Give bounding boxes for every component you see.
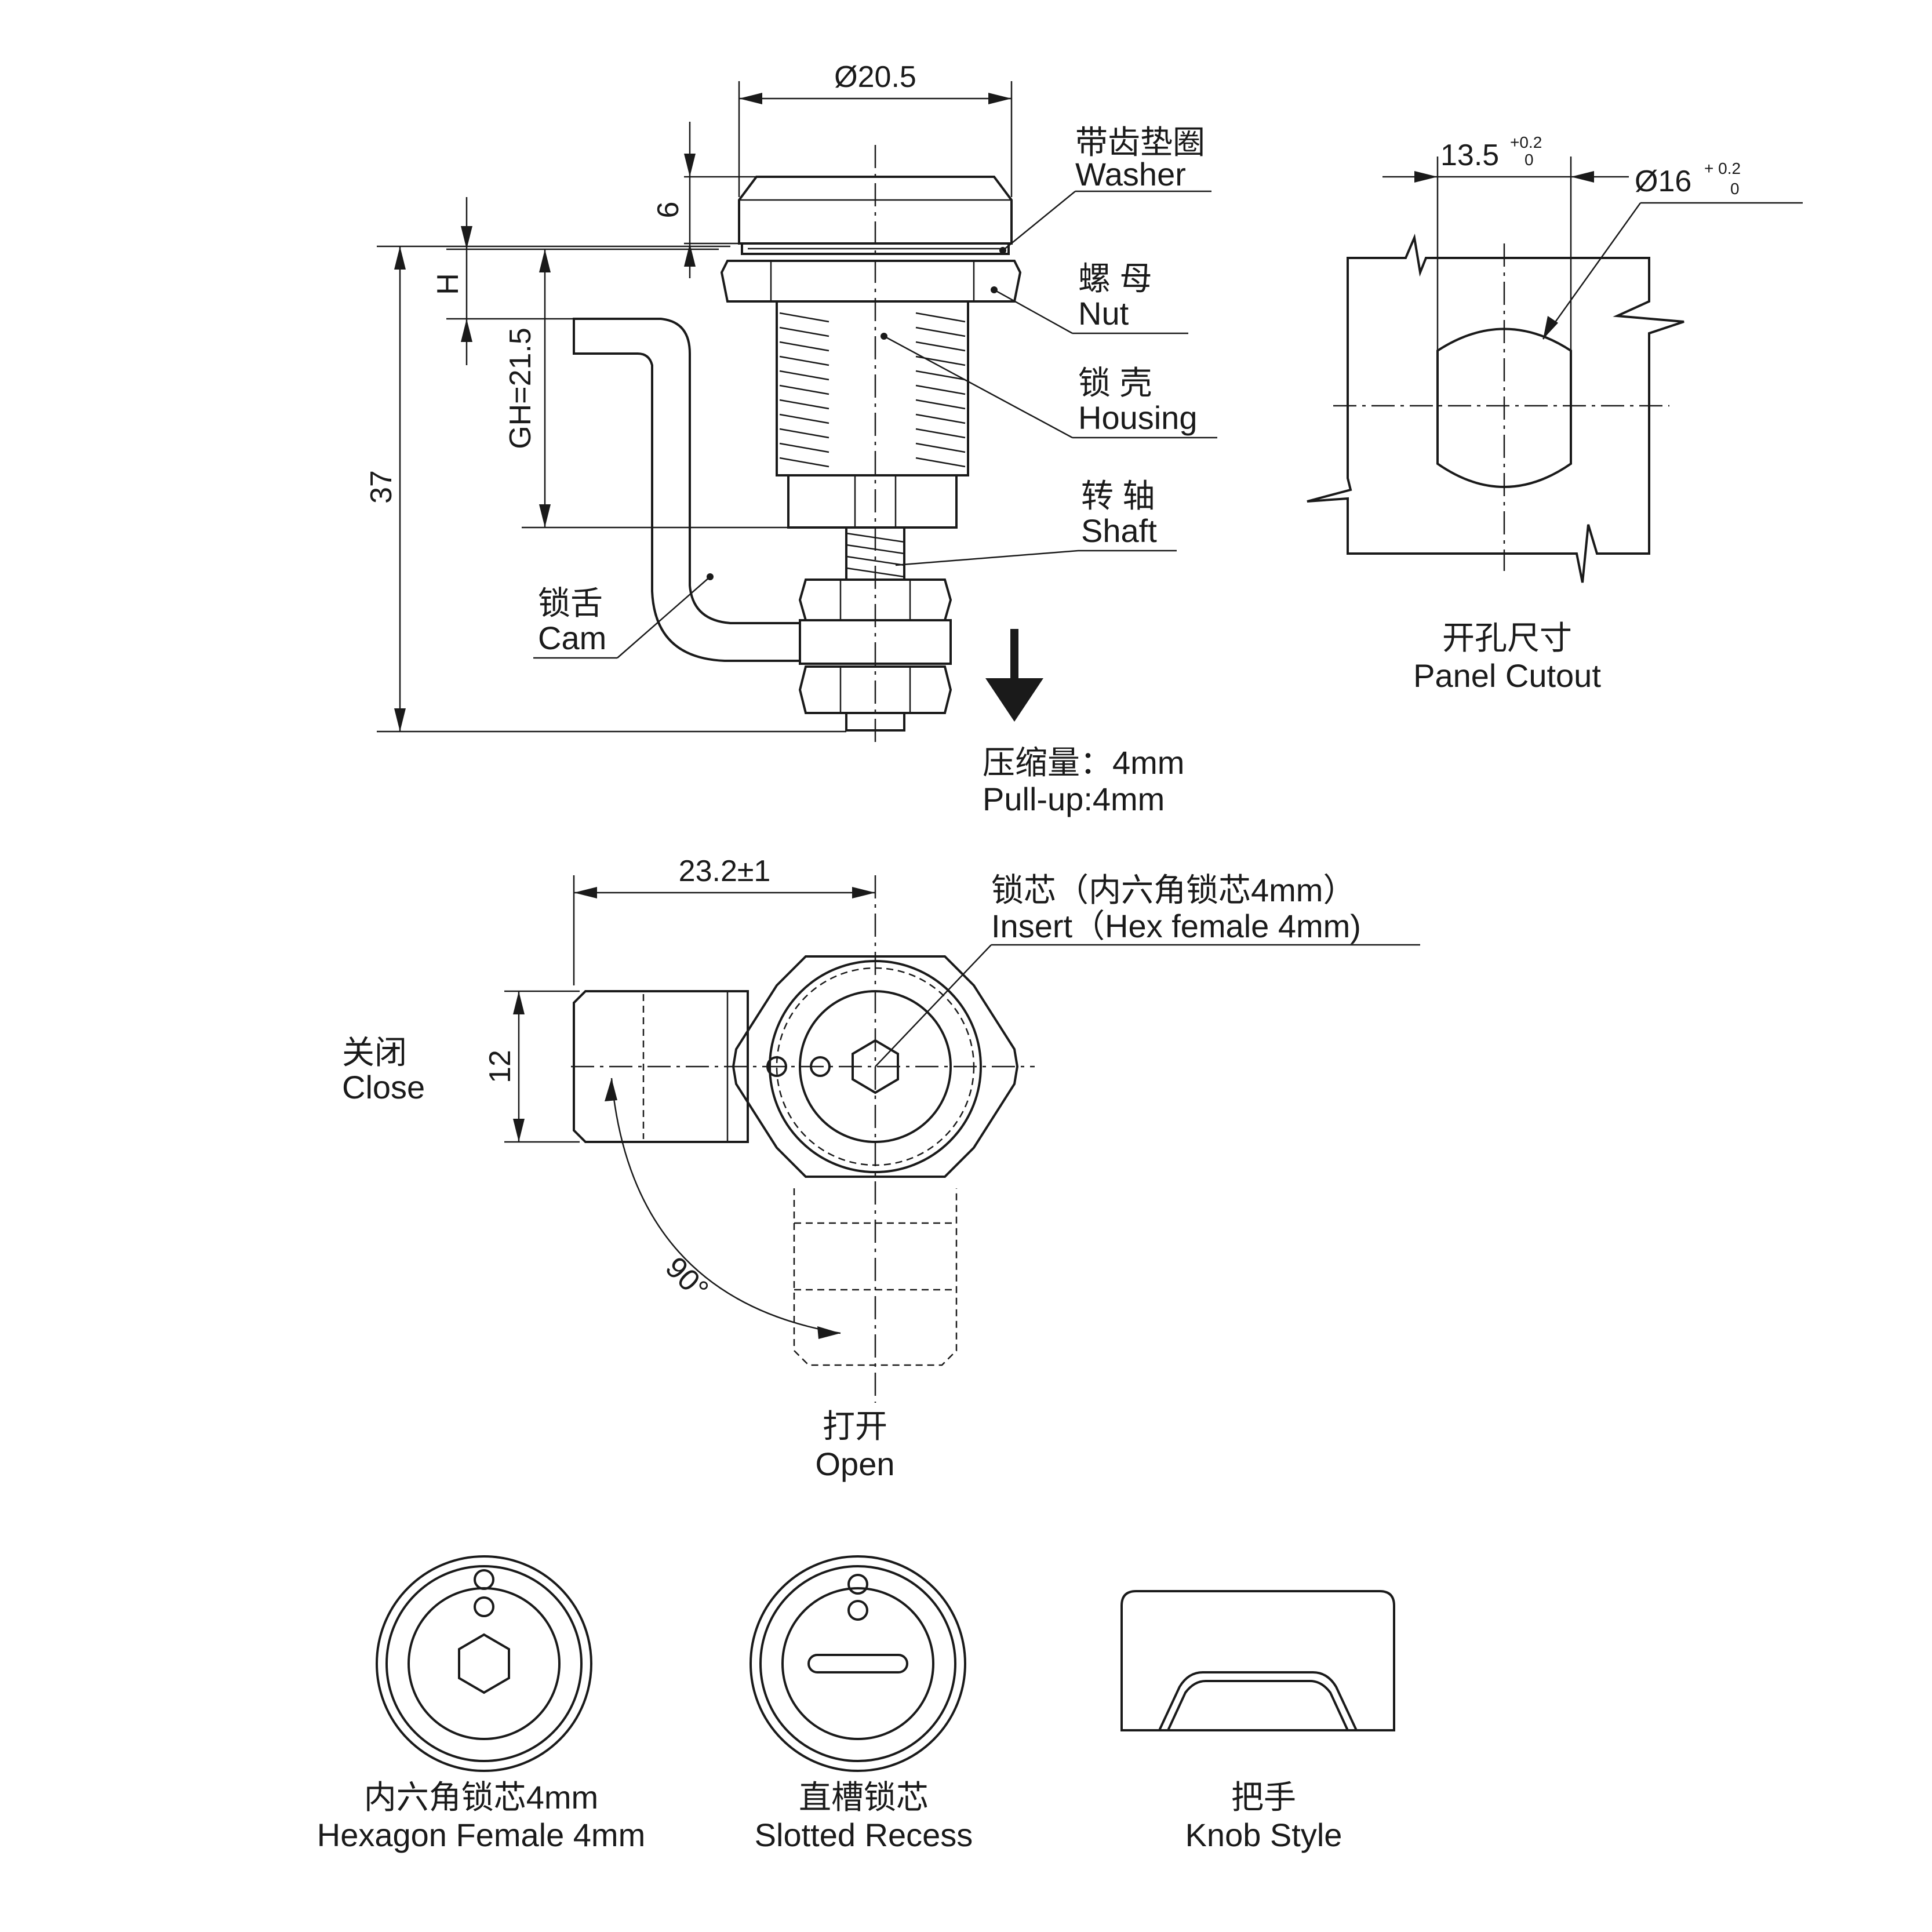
variant-slot: 直槽锁芯 Slotted Recess bbox=[749, 1555, 973, 1853]
label-shaft-cn: 转 轴 bbox=[1081, 478, 1155, 514]
hex-insert-icon bbox=[376, 1555, 592, 1772]
label-insert-en: Insert（Hex female 4mm) bbox=[991, 908, 1361, 944]
label-open-cn: 打开 bbox=[823, 1408, 887, 1445]
label-housing-en: Housing bbox=[1078, 399, 1197, 436]
dim-total-height: 37 bbox=[365, 470, 398, 504]
housing-thread bbox=[779, 312, 966, 468]
label-shaft-en: Shaft bbox=[1081, 512, 1157, 549]
variant-slot-cn: 直槽锁芯 bbox=[799, 1779, 929, 1815]
label-cam-cn: 锁舌 bbox=[538, 585, 603, 621]
variant-knob-cn: 把手 bbox=[1231, 1779, 1296, 1815]
label-cutout-en: Panel Cutout bbox=[1413, 657, 1601, 694]
side-view: Ø20.5 6 H GH=21.5 37 带齿垫圈 Washer bbox=[365, 60, 1217, 817]
label-open-en: Open bbox=[816, 1446, 895, 1482]
label-close-en: Close bbox=[342, 1069, 425, 1105]
variant-hex-en: Hexagon Female 4mm bbox=[317, 1817, 645, 1853]
panel-cutout: 13.5 +0.2 0 Ø16 + 0.2 0 开孔尺寸 Panel Cutou… bbox=[1307, 133, 1803, 694]
variant-knob-en: Knob Style bbox=[1185, 1817, 1342, 1853]
dim-cam-width: 12 bbox=[483, 1050, 517, 1083]
variant-knob: 把手 Knob Style bbox=[1120, 1590, 1395, 1853]
variant-hex-cn: 内六角锁芯4mm bbox=[364, 1779, 598, 1815]
dim-cutout-width-tol-upper: +0.2 bbox=[1510, 133, 1542, 151]
dim-cutout-diameter: Ø16 bbox=[1635, 165, 1691, 198]
label-washer-en: Washer bbox=[1075, 156, 1186, 192]
variant-slot-en: Slotted Recess bbox=[755, 1817, 973, 1853]
dim-cutout-width: 13.5 bbox=[1440, 139, 1499, 172]
knob-icon bbox=[1120, 1590, 1395, 1731]
dim-head-diameter: Ø20.5 bbox=[834, 60, 916, 94]
slot-insert-icon bbox=[749, 1555, 966, 1772]
label-nut-cn: 螺 母 bbox=[1078, 260, 1152, 297]
dim-cutout-diameter-tol-upper: + 0.2 bbox=[1704, 159, 1741, 177]
label-nut-en: Nut bbox=[1078, 295, 1129, 332]
label-cutout-cn: 开孔尺寸 bbox=[1442, 620, 1572, 656]
dim-cutout-width-tol-lower: 0 bbox=[1525, 151, 1534, 169]
dim-h: H bbox=[431, 273, 465, 295]
label-cam-en: Cam bbox=[538, 620, 606, 656]
label-washer-cn: 带齿垫圈 bbox=[1075, 124, 1205, 161]
label-pullup-cn: 压缩量：4mm bbox=[983, 744, 1184, 781]
label-housing-cn: 锁 壳 bbox=[1078, 365, 1152, 401]
dim-grip-height: GH=21.5 bbox=[504, 328, 537, 449]
label-insert-cn: 锁芯（内六角锁芯4mm） bbox=[991, 872, 1355, 908]
dim-reach: 23.2±1 bbox=[679, 854, 771, 888]
variant-hex: 内六角锁芯4mm Hexagon Female 4mm bbox=[317, 1555, 645, 1853]
label-pullup-en: Pull-up:4mm bbox=[983, 781, 1165, 817]
dim-head-height: 6 bbox=[652, 202, 685, 219]
label-angle: 90° bbox=[659, 1250, 715, 1307]
dim-cutout-diameter-tol-lower: 0 bbox=[1730, 180, 1740, 198]
label-close-cn: 关闭 bbox=[342, 1034, 407, 1071]
front-view: 23.2±1 12 90° 关闭 Close 打开 Open 锁芯（内六角锁芯4… bbox=[342, 854, 1420, 1482]
